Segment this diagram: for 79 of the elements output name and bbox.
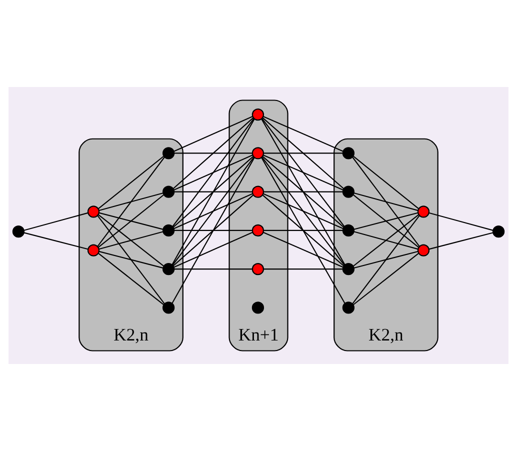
connector: [174, 116, 253, 152]
node-circle: [252, 108, 264, 120]
node-circle: [342, 146, 355, 159]
node-circle: [252, 262, 264, 275]
connector: [261, 156, 346, 303]
connector: [173, 116, 254, 188]
connector: [97, 156, 165, 246]
node-circle: [87, 205, 100, 218]
connector: [174, 229, 252, 231]
connector: [261, 118, 346, 264]
connector: [428, 212, 493, 230]
connector: [98, 212, 163, 230]
node-circle: [12, 225, 25, 238]
cluster: K2,n: [78, 138, 184, 351]
node-circle: [417, 205, 430, 218]
node-circle: [252, 185, 264, 198]
connector: [353, 155, 419, 208]
connector: [354, 230, 418, 250]
connector: [98, 194, 164, 248]
connector: [353, 194, 419, 248]
node-circle: [417, 244, 430, 256]
connector: [263, 154, 344, 190]
connector: [174, 154, 253, 190]
connector: [98, 252, 164, 305]
connector: [353, 214, 419, 266]
node-circle: [492, 225, 505, 238]
node-circle: [162, 262, 175, 275]
node-circle: [162, 146, 175, 159]
connector: [173, 156, 254, 228]
connector: [98, 250, 163, 268]
node-circle: [162, 185, 175, 198]
node-circle: [342, 185, 355, 198]
connector: [262, 117, 344, 189]
node-circle: [342, 224, 355, 236]
connector: [172, 118, 255, 264]
connector: [354, 192, 418, 210]
connector: [24, 212, 88, 230]
node-circle: [162, 224, 175, 236]
connector: [262, 194, 344, 266]
connector: [174, 152, 252, 154]
connector: [97, 215, 165, 304]
connector: [174, 192, 253, 229]
connector: [172, 118, 254, 226]
connector: [352, 156, 420, 246]
connector: [172, 156, 255, 304]
connector: [264, 268, 343, 270]
connector: [352, 214, 420, 304]
connector: [262, 156, 344, 228]
connector: [262, 118, 345, 226]
connector: [264, 190, 343, 192]
node-circle: [87, 244, 100, 256]
connector: [262, 156, 345, 265]
connector: [174, 231, 253, 268]
node-circle: [252, 146, 264, 159]
connector: [263, 231, 344, 268]
node-circle: [342, 301, 355, 314]
cluster: K2,n: [334, 138, 438, 351]
node-circle: [252, 224, 264, 236]
connector: [173, 194, 254, 266]
connector: [172, 156, 254, 266]
connector: [428, 232, 493, 250]
connector: [174, 268, 252, 270]
connector: [98, 155, 164, 208]
connector: [98, 230, 163, 250]
connector: [354, 250, 418, 268]
node-circle: [252, 301, 264, 314]
connector: [98, 192, 163, 211]
connector: [98, 214, 164, 266]
node-circle: [342, 262, 355, 275]
connector: [353, 252, 419, 305]
connector: [264, 152, 343, 154]
connector: [354, 212, 418, 230]
connector: [264, 229, 343, 231]
connector: [263, 192, 344, 229]
connector: [174, 190, 252, 192]
cluster: Kn+1: [228, 99, 288, 351]
connector: [263, 115, 344, 152]
node-circle: [162, 301, 175, 314]
connector: [24, 232, 88, 250]
